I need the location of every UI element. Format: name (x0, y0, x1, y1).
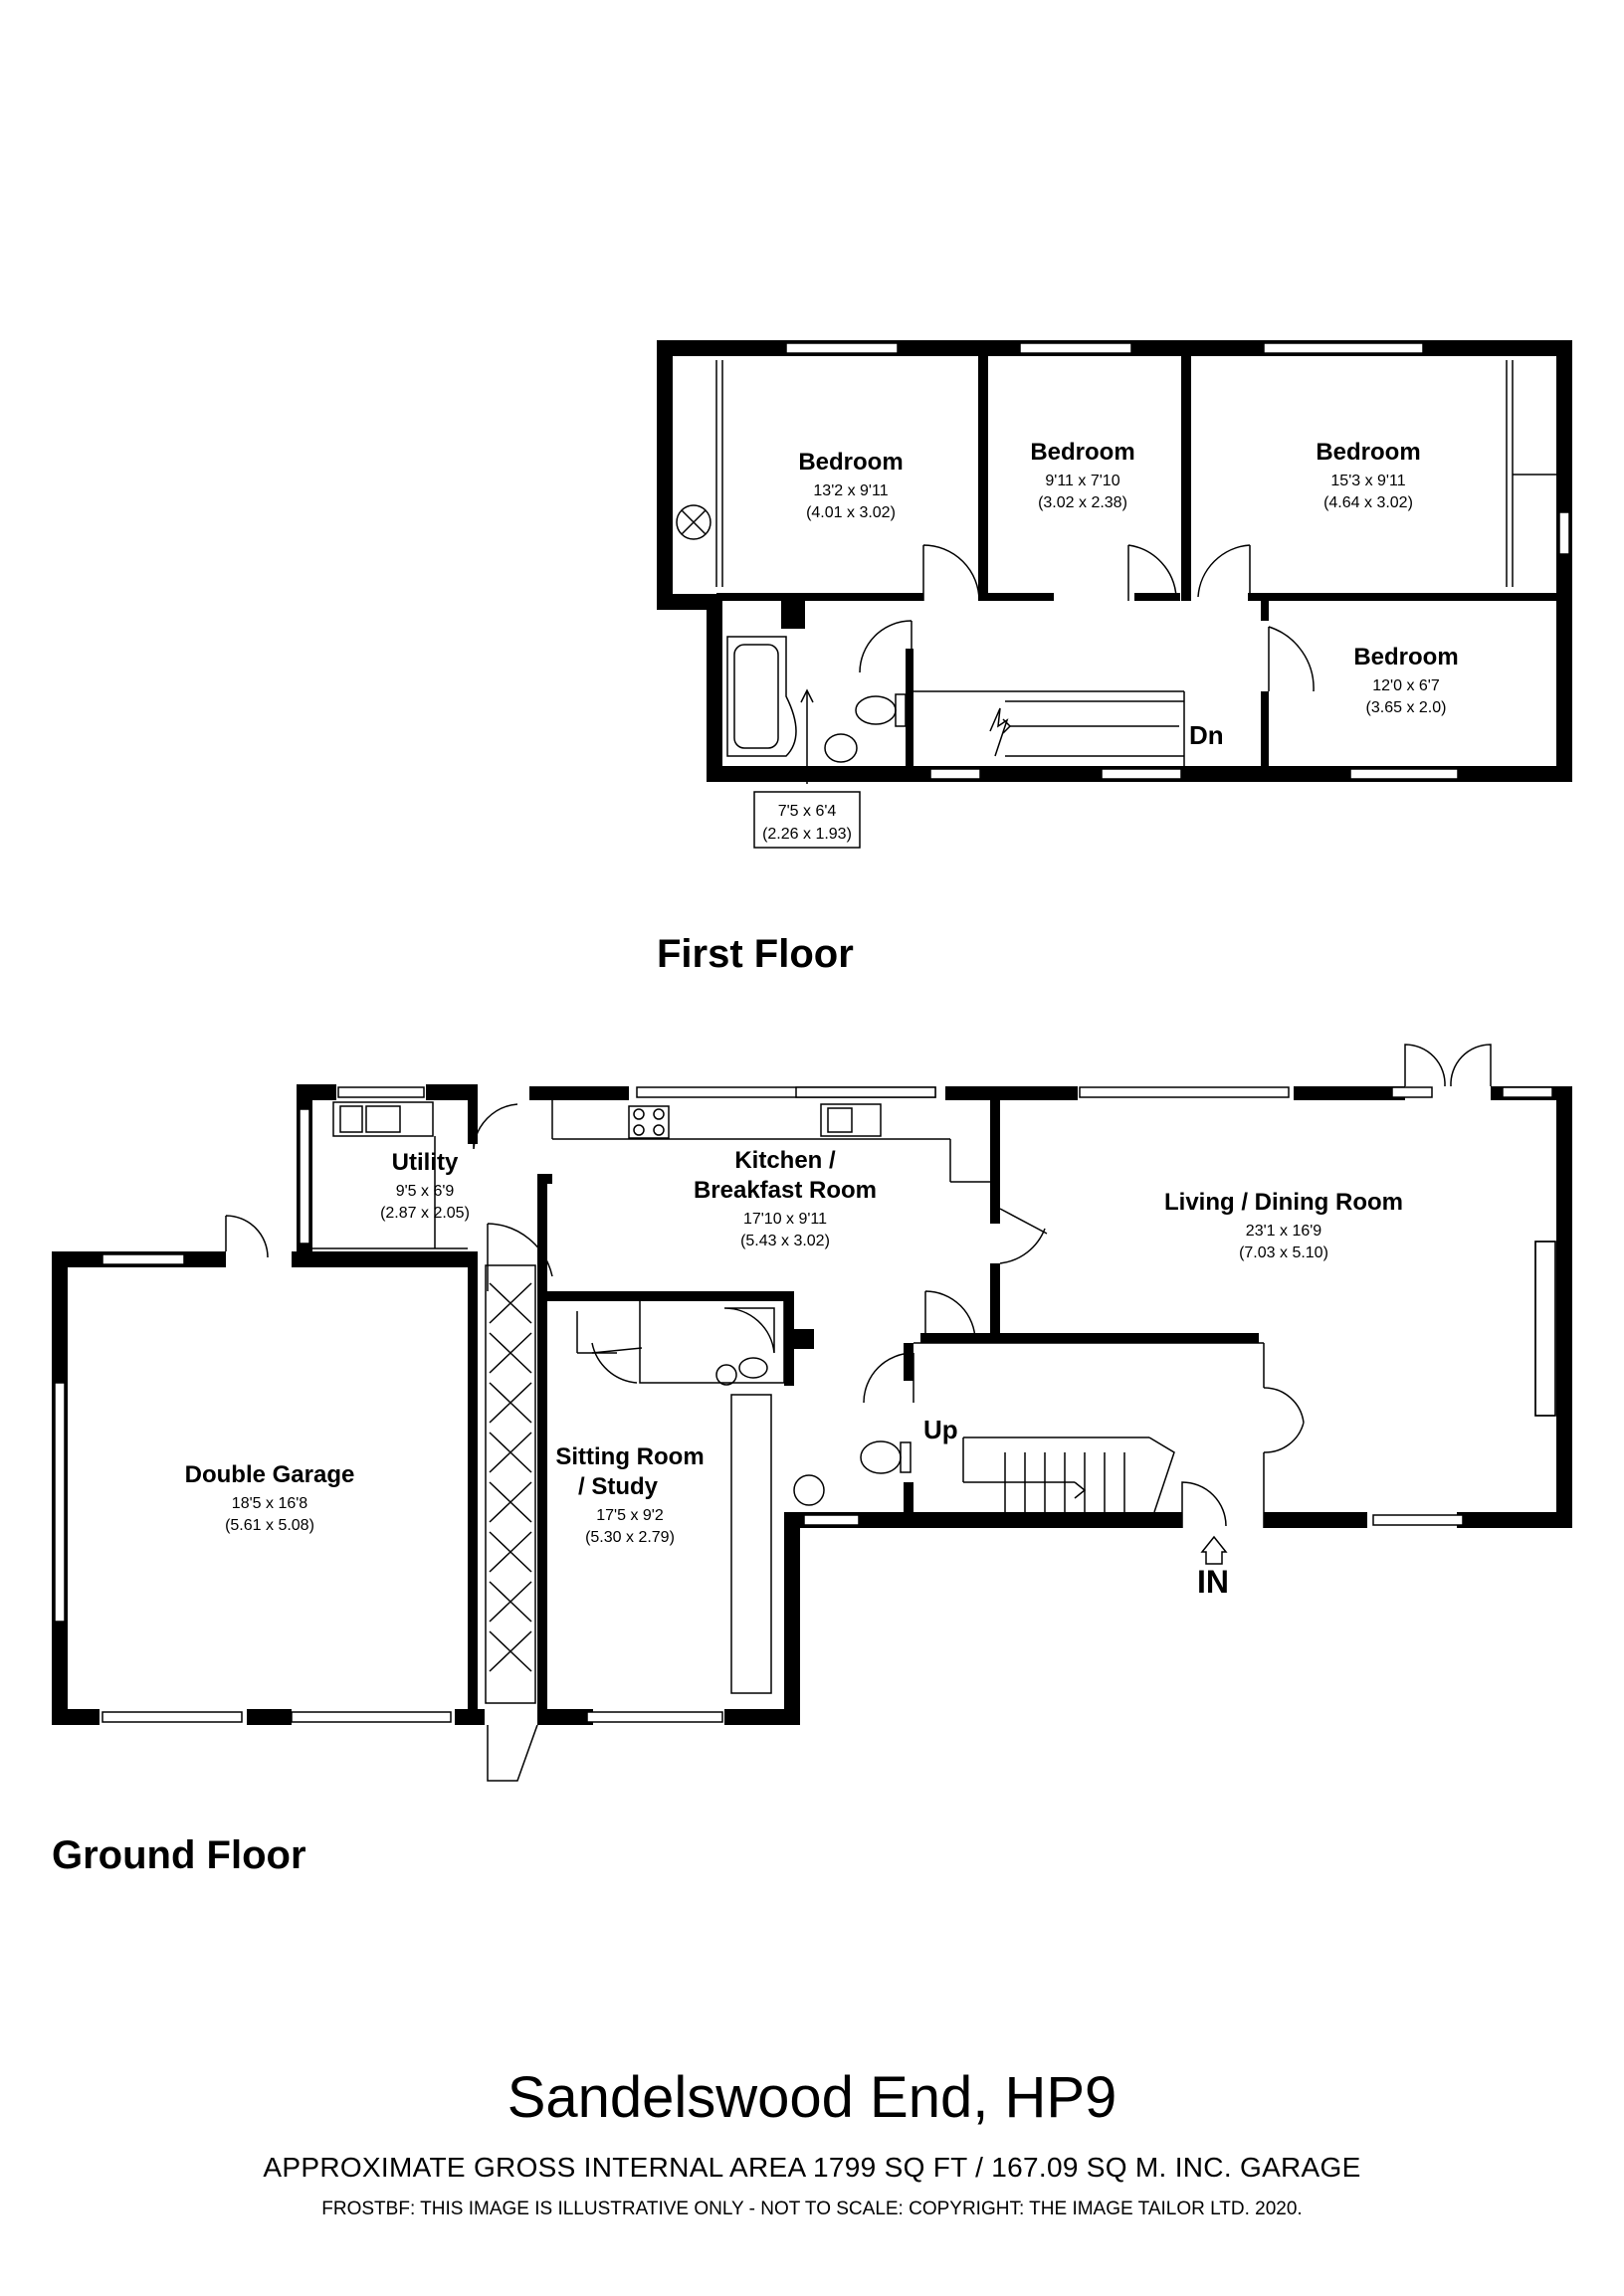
ff-bedroom-3-dim-metric: (4.64 x 3.02) (1323, 494, 1413, 511)
ff-bedroom-4-dim-metric: (3.65 x 2.0) (1366, 699, 1447, 716)
ff-bathroom-dim-imperial: 7'5 x 6'4 (778, 803, 837, 820)
first-floor-windows (785, 342, 1570, 780)
gf-sitting-name-line1: Sitting Room (555, 1443, 704, 1470)
gf-kitchen-name-line2: Breakfast Room (694, 1177, 877, 1204)
ff-bedroom-1-name: Bedroom (798, 449, 903, 476)
gf-living-dim-imperial: 23'1 x 16'9 (1246, 1223, 1321, 1240)
gf-sitting-name-line2: / Study (578, 1473, 659, 1500)
gf-living-dim-metric: (7.03 x 5.10) (1239, 1244, 1328, 1261)
gf-kitchen-name-line1: Kitchen / (734, 1147, 836, 1174)
ff-stairs-label: Dn (1189, 720, 1224, 750)
gf-entrance-label: IN (1197, 1564, 1229, 1600)
ground-floor-plan: Utility 9'5 x 6'9 (2.87 x 2.05) Kitchen … (52, 1044, 1572, 1877)
gf-garage-name: Double Garage (185, 1461, 355, 1488)
passage-louvres (489, 1282, 532, 1672)
ff-bedroom-3-name: Bedroom (1316, 439, 1420, 466)
gf-utility-name: Utility (392, 1149, 459, 1176)
ff-bedroom-1-dim-imperial: 13'2 x 9'11 (813, 482, 888, 499)
ground-floor-windows (54, 1086, 1556, 1723)
ff-bedroom-4-dim-imperial: 12'0 x 6'7 (1372, 677, 1440, 694)
ff-bedroom-2-dim-metric: (3.02 x 2.38) (1038, 494, 1127, 511)
ff-bathroom-dim-metric: (2.26 x 1.93) (762, 826, 852, 843)
gf-utility-dim-metric: (2.87 x 2.05) (380, 1205, 470, 1222)
ground-floor-fixtures (225, 1044, 1556, 1782)
gf-living-name: Living / Dining Room (1164, 1189, 1403, 1216)
ff-bedroom-1-dim-metric: (4.01 x 3.02) (806, 504, 896, 521)
gf-garage-dim-metric: (5.61 x 5.08) (225, 1517, 314, 1534)
gf-sitting-dim-imperial: 17'5 x 9'2 (596, 1507, 664, 1524)
ff-bedroom-2-dim-imperial: 9'11 x 7'10 (1045, 473, 1119, 489)
first-floor-plan: Bedroom 13'2 x 9'11 (4.01 x 3.02) Bedroo… (657, 340, 1572, 976)
first-floor-fixtures (676, 360, 1556, 849)
ground-floor-walls (52, 1084, 1572, 1725)
ff-bedroom-3-dim-imperial: 15'3 x 9'11 (1330, 473, 1405, 489)
ff-bedroom-2-name: Bedroom (1030, 439, 1134, 466)
gross-area-note: APPROXIMATE GROSS INTERNAL AREA 1799 SQ … (263, 2152, 1361, 2183)
gf-garage-dim-imperial: 18'5 x 16'8 (232, 1495, 307, 1512)
copyright-note: FROSTBF: THIS IMAGE IS ILLUSTRATIVE ONLY… (321, 2199, 1303, 2219)
gf-utility-dim-imperial: 9'5 x 6'9 (396, 1183, 455, 1200)
ground-floor-label: Ground Floor (52, 1833, 306, 1877)
property-title: Sandelswood End, HP9 (507, 2065, 1117, 2130)
gf-stairs-label: Up (923, 1415, 958, 1444)
ff-bedroom-4-name: Bedroom (1353, 644, 1458, 670)
gf-sitting-dim-metric: (5.30 x 2.79) (585, 1529, 675, 1546)
gf-kitchen-dim-imperial: 17'10 x 9'11 (743, 1211, 827, 1228)
gf-kitchen-dim-metric: (5.43 x 3.02) (740, 1233, 830, 1249)
first-floor-label: First Floor (657, 932, 854, 976)
